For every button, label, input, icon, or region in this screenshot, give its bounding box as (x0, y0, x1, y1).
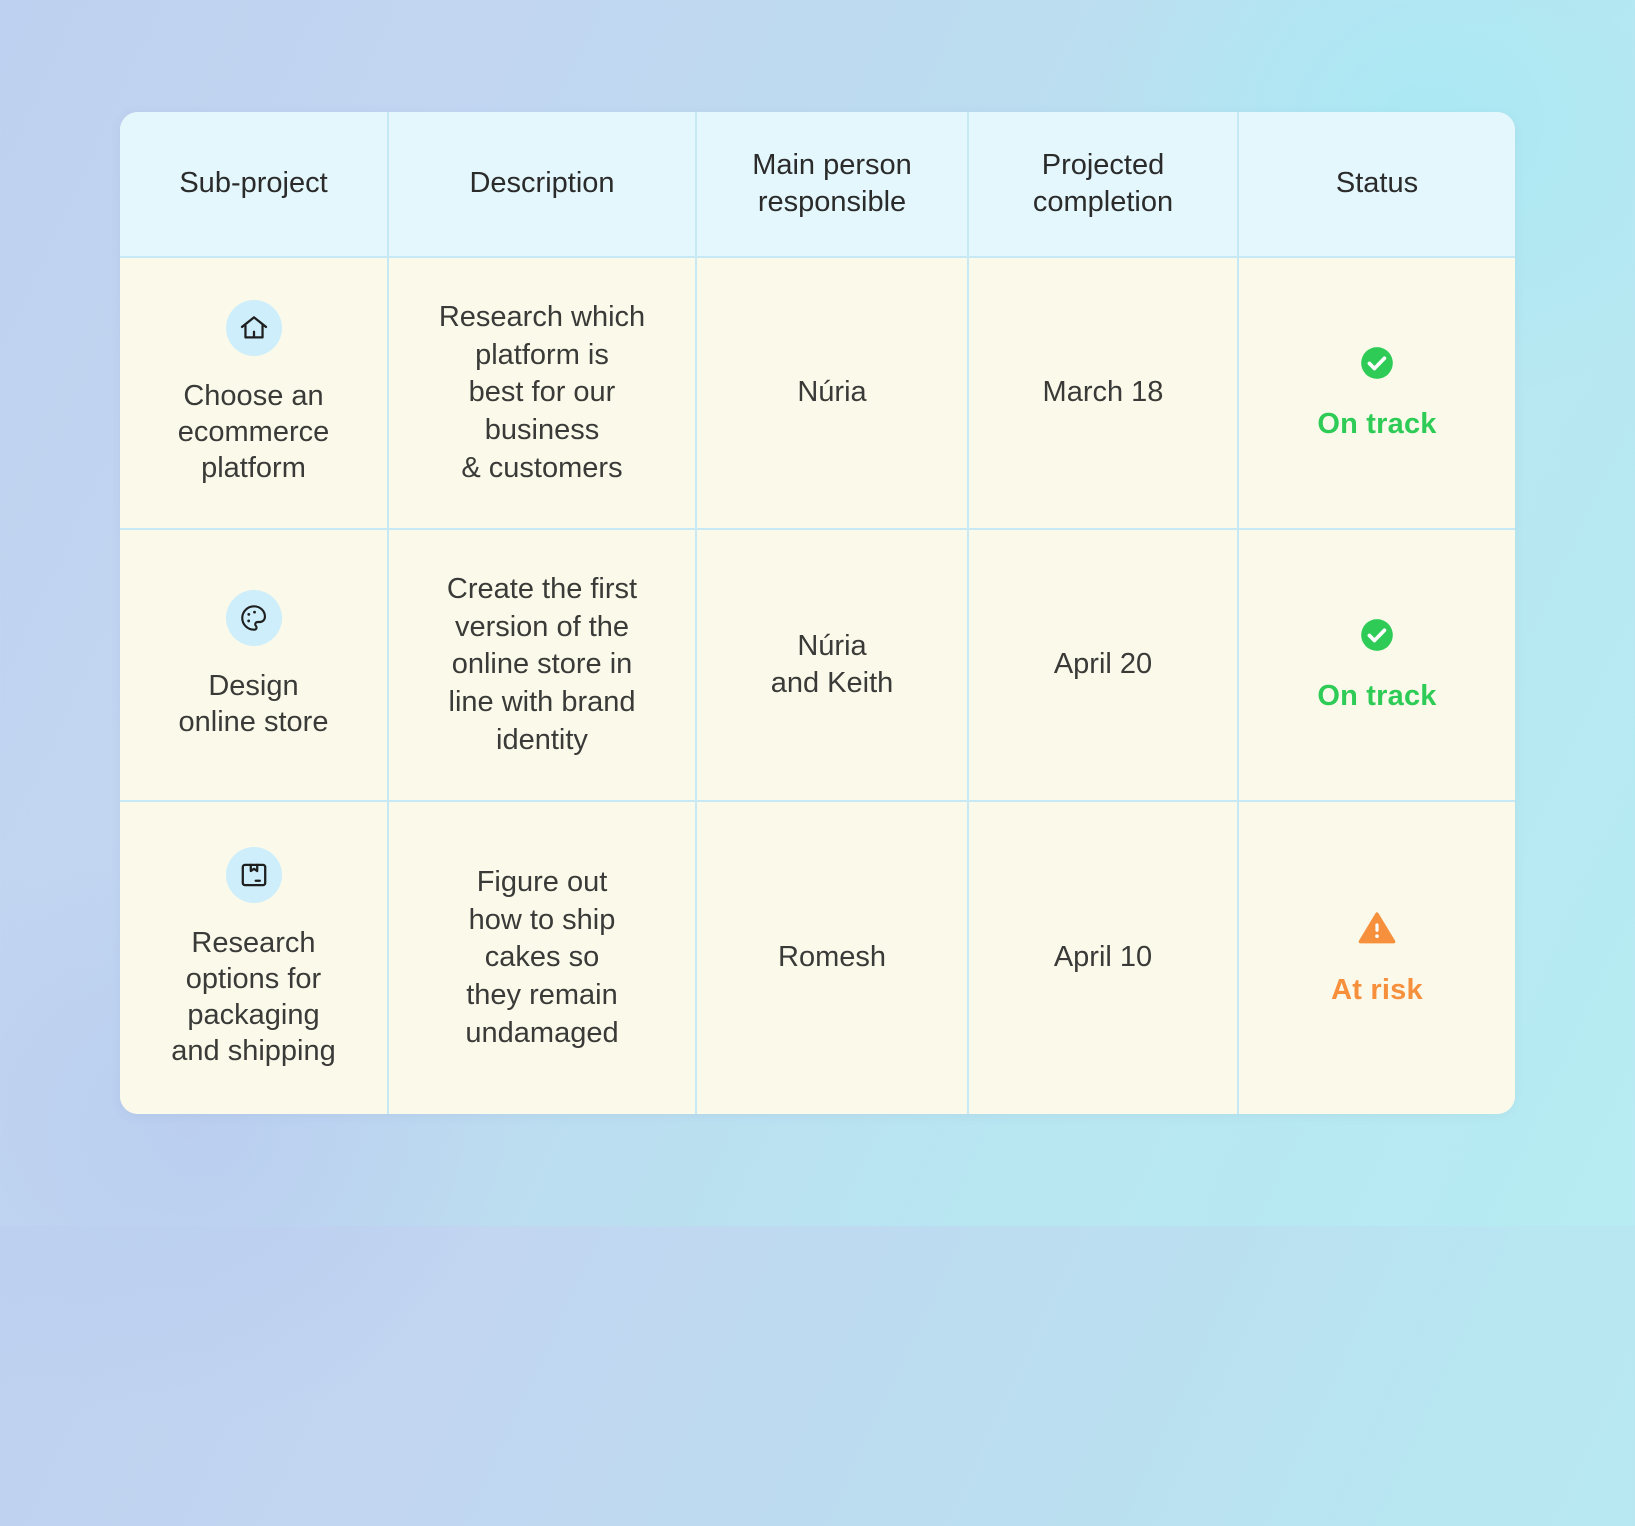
subproject-label: Research options for packaging and shipp… (171, 925, 335, 1070)
column-header-sub-project-label: Sub-project (179, 167, 327, 199)
column-header-description-label: Description (469, 167, 614, 199)
cell-main-person-responsible: Núria (696, 257, 968, 529)
subproject-content: Choose an ecommerce platform (134, 300, 373, 487)
column-header-sub-project: Sub-project (120, 112, 388, 257)
subproject-line-1: Choose an (183, 380, 323, 412)
status-badge: On track (1253, 616, 1501, 714)
description-line-3: cakes so (485, 941, 599, 973)
status-table-card: Sub-project Description Main person resp… (120, 112, 1515, 1114)
column-header-main-person-line1: Main person (752, 149, 912, 181)
cell-description: Research which platform is best for our … (388, 257, 696, 529)
subproject-content: Research options for packaging and shipp… (134, 847, 373, 1070)
person-name: Núria and Keith (771, 630, 894, 700)
status-label: At risk (1331, 972, 1423, 1009)
column-header-projected-completion: Projected completion (968, 112, 1238, 257)
subproject-line-2: online store (179, 706, 329, 738)
column-header-status: Status (1238, 112, 1515, 257)
cell-status: On track (1238, 257, 1515, 529)
subproject-label: Design online store (179, 668, 329, 741)
description-line-3: online store in (452, 648, 633, 680)
description-text: Research which platform is best for our … (439, 301, 645, 484)
subproject-line-1: Design (208, 670, 298, 702)
subproject-line-3: packaging (187, 999, 319, 1031)
projected-completion-date: April 10 (1054, 941, 1152, 973)
subproject-content: Design online store (134, 590, 373, 741)
description-line-5: identity (496, 724, 588, 756)
projected-completion-date: April 20 (1054, 648, 1152, 680)
column-header-status-label: Status (1336, 167, 1418, 199)
cell-status: At risk (1238, 801, 1515, 1114)
table-row: Choose an ecommerce platform Research wh… (120, 257, 1515, 529)
status-label: On track (1317, 406, 1436, 443)
description-line-2: platform is (475, 339, 609, 371)
check-circle-icon (1358, 344, 1396, 392)
subproject-line-2: ecommerce (178, 416, 330, 448)
person-name: Núria (797, 376, 866, 408)
cell-projected-completion: March 18 (968, 257, 1238, 529)
table-row: Design online store Create the first ver… (120, 529, 1515, 801)
subproject-line-3: platform (201, 452, 306, 484)
description-line-5: & customers (461, 452, 622, 484)
palette-icon (226, 590, 282, 646)
description-text: Figure out how to ship cakes so they rem… (465, 866, 618, 1049)
subproject-label: Choose an ecommerce platform (178, 378, 330, 487)
cell-sub-project: Design online store (120, 529, 388, 801)
cell-sub-project: Research options for packaging and shipp… (120, 801, 388, 1114)
description-line-1: Create the first (447, 573, 637, 605)
description-line-5: undamaged (465, 1017, 618, 1049)
package-box-icon (226, 847, 282, 903)
home-icon (226, 300, 282, 356)
header-row: Sub-project Description Main person resp… (120, 112, 1515, 257)
subproject-line-2: options for (186, 963, 321, 995)
column-header-main-person-responsible: Main person responsible (696, 112, 968, 257)
description-line-4: business (485, 414, 599, 446)
description-line-3: best for our (469, 376, 616, 408)
cell-main-person-responsible: Núria and Keith (696, 529, 968, 801)
description-line-1: Figure out (477, 866, 608, 898)
person-name: Romesh (778, 941, 886, 973)
projected-completion-date: March 18 (1043, 376, 1164, 408)
column-header-main-person-line2: responsible (758, 186, 906, 218)
status-badge: On track (1253, 344, 1501, 442)
cell-sub-project: Choose an ecommerce platform (120, 257, 388, 529)
person-line-1: Núria (797, 630, 866, 662)
description-line-4: they remain (466, 979, 618, 1011)
cell-main-person-responsible: Romesh (696, 801, 968, 1114)
warning-triangle-icon (1357, 908, 1397, 958)
column-header-projected-line1: Projected (1042, 149, 1165, 181)
subproject-line-1: Research (191, 927, 315, 959)
cell-description: Create the first version of the online s… (388, 529, 696, 801)
column-header-projected-line2: completion (1033, 186, 1173, 218)
column-header-description: Description (388, 112, 696, 257)
description-line-2: how to ship (469, 904, 616, 936)
person-line-2: and Keith (771, 667, 894, 699)
cell-projected-completion: April 10 (968, 801, 1238, 1114)
check-circle-icon (1358, 616, 1396, 664)
description-text: Create the first version of the online s… (447, 573, 637, 756)
subproject-line-4: and shipping (171, 1035, 335, 1067)
table-body: Choose an ecommerce platform Research wh… (120, 257, 1515, 1114)
status-badge: At risk (1253, 908, 1501, 1008)
table-header: Sub-project Description Main person resp… (120, 112, 1515, 257)
cell-status: On track (1238, 529, 1515, 801)
cell-description: Figure out how to ship cakes so they rem… (388, 801, 696, 1114)
description-line-1: Research which (439, 301, 645, 333)
status-label: On track (1317, 678, 1436, 715)
subproject-status-table: Sub-project Description Main person resp… (120, 112, 1515, 1114)
table-row: Research options for packaging and shipp… (120, 801, 1515, 1114)
description-line-4: line with brand (449, 686, 636, 718)
description-line-2: version of the (455, 611, 629, 643)
cell-projected-completion: April 20 (968, 529, 1238, 801)
